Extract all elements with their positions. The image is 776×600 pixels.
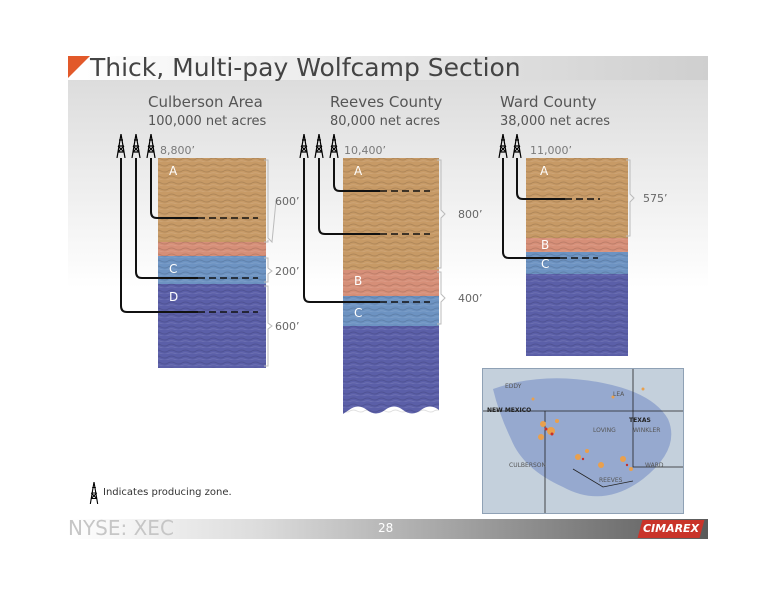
oil-derrick-icon — [89, 482, 99, 504]
depth-label: 8,800’ — [160, 144, 195, 157]
well-path — [333, 158, 380, 192]
column-name: Ward County — [500, 93, 597, 111]
column-header-ward: Ward County 38,000 net acres — [500, 93, 610, 131]
column-header-culberson: Culberson Area 100,000 net acres — [148, 93, 266, 131]
map-label-texas: TEXAS — [629, 417, 651, 424]
well-path — [150, 158, 198, 219]
legend-text: Indicates producing zone. — [103, 487, 232, 498]
thickness-label: 600’ — [275, 320, 300, 333]
map-graphic — [483, 369, 683, 513]
well-path — [135, 158, 198, 279]
zone-label: C — [169, 262, 178, 276]
thickness-label: 575’ — [643, 192, 668, 205]
depth-label: 11,000’ — [530, 144, 572, 157]
oil-derrick-icon — [329, 134, 339, 158]
rock-texture — [343, 158, 439, 414]
zone-label: A — [540, 164, 549, 178]
zone-label: C — [541, 257, 550, 271]
column-acres: 100,000 net acres — [148, 114, 267, 129]
thickness-brace — [264, 257, 273, 283]
oil-derrick-icon — [314, 134, 324, 158]
column-culberson — [116, 134, 277, 368]
thickness-label: 200’ — [275, 265, 300, 278]
column-name: Reeves County — [330, 93, 443, 111]
oil-derrick-icon — [116, 134, 126, 158]
rock-texture — [158, 158, 266, 368]
county-lines — [483, 369, 683, 513]
title-accent-triangle — [68, 56, 90, 78]
map-label-new-mexico: NEW MEXICO — [487, 407, 532, 414]
column-ward — [498, 134, 635, 356]
oil-derrick-icon — [131, 134, 141, 158]
acreage-dots — [531, 387, 645, 471]
map-label-eddy: EDDY — [505, 383, 522, 390]
company-logo: CIMAREX — [637, 520, 705, 538]
oil-derrick-icon — [512, 134, 522, 158]
slide-title: Thick, Multi-pay Wolfcamp Section — [90, 53, 521, 82]
map-label-ward: WARD — [645, 462, 664, 469]
column-header-reeves: Reeves County 80,000 net acres — [330, 93, 442, 131]
map-label-reeves: REEVES — [599, 477, 623, 484]
well-path — [318, 158, 380, 235]
oil-derrick-icon — [498, 134, 508, 158]
map-label-culberson: CULBERSON — [509, 462, 547, 469]
zone-label: B — [541, 238, 550, 252]
column-acres: 38,000 net acres — [500, 114, 611, 129]
thickness-brace — [264, 285, 273, 367]
basin-outline — [493, 378, 672, 497]
well-path — [502, 158, 560, 259]
thickness-label: 400’ — [458, 292, 483, 305]
thickness-label: 600’ — [275, 195, 300, 208]
well-path — [303, 158, 380, 303]
column-acres: 80,000 net acres — [330, 114, 441, 129]
ticker-label: NYSE: XEC — [68, 516, 174, 540]
zone-label: D — [169, 290, 179, 304]
title-bar — [68, 56, 708, 80]
thickness-label: 800’ — [458, 208, 483, 221]
zone-label: A — [169, 164, 178, 178]
thickness-brace — [437, 159, 446, 269]
zone-label: C — [354, 306, 363, 320]
oil-derrick-icon — [146, 134, 156, 158]
page-number: 28 — [378, 521, 394, 535]
column-reeves — [299, 134, 446, 414]
zone-label: A — [354, 164, 363, 178]
footer-bar — [68, 519, 708, 539]
cimarex-acreage — [544, 427, 629, 467]
map-label-lea: LEA — [613, 391, 625, 398]
well-path — [120, 158, 198, 313]
column-name: Culberson Area — [148, 93, 263, 111]
thickness-brace — [264, 159, 277, 244]
map-label-winkler: WINKLER — [633, 427, 661, 434]
logo-text: CIMAREX — [642, 522, 700, 535]
inset-map: EDDY LEA NEW MEXICO TEXAS LOVING WINKLER… — [482, 368, 684, 514]
thickness-brace — [437, 271, 446, 325]
depth-label: 10,400’ — [344, 144, 386, 157]
map-label-loving: LOVING — [593, 427, 616, 434]
thickness-brace — [626, 159, 635, 237]
well-path — [516, 158, 565, 200]
zone-label: B — [354, 274, 363, 288]
oil-derrick-icon — [299, 134, 309, 158]
